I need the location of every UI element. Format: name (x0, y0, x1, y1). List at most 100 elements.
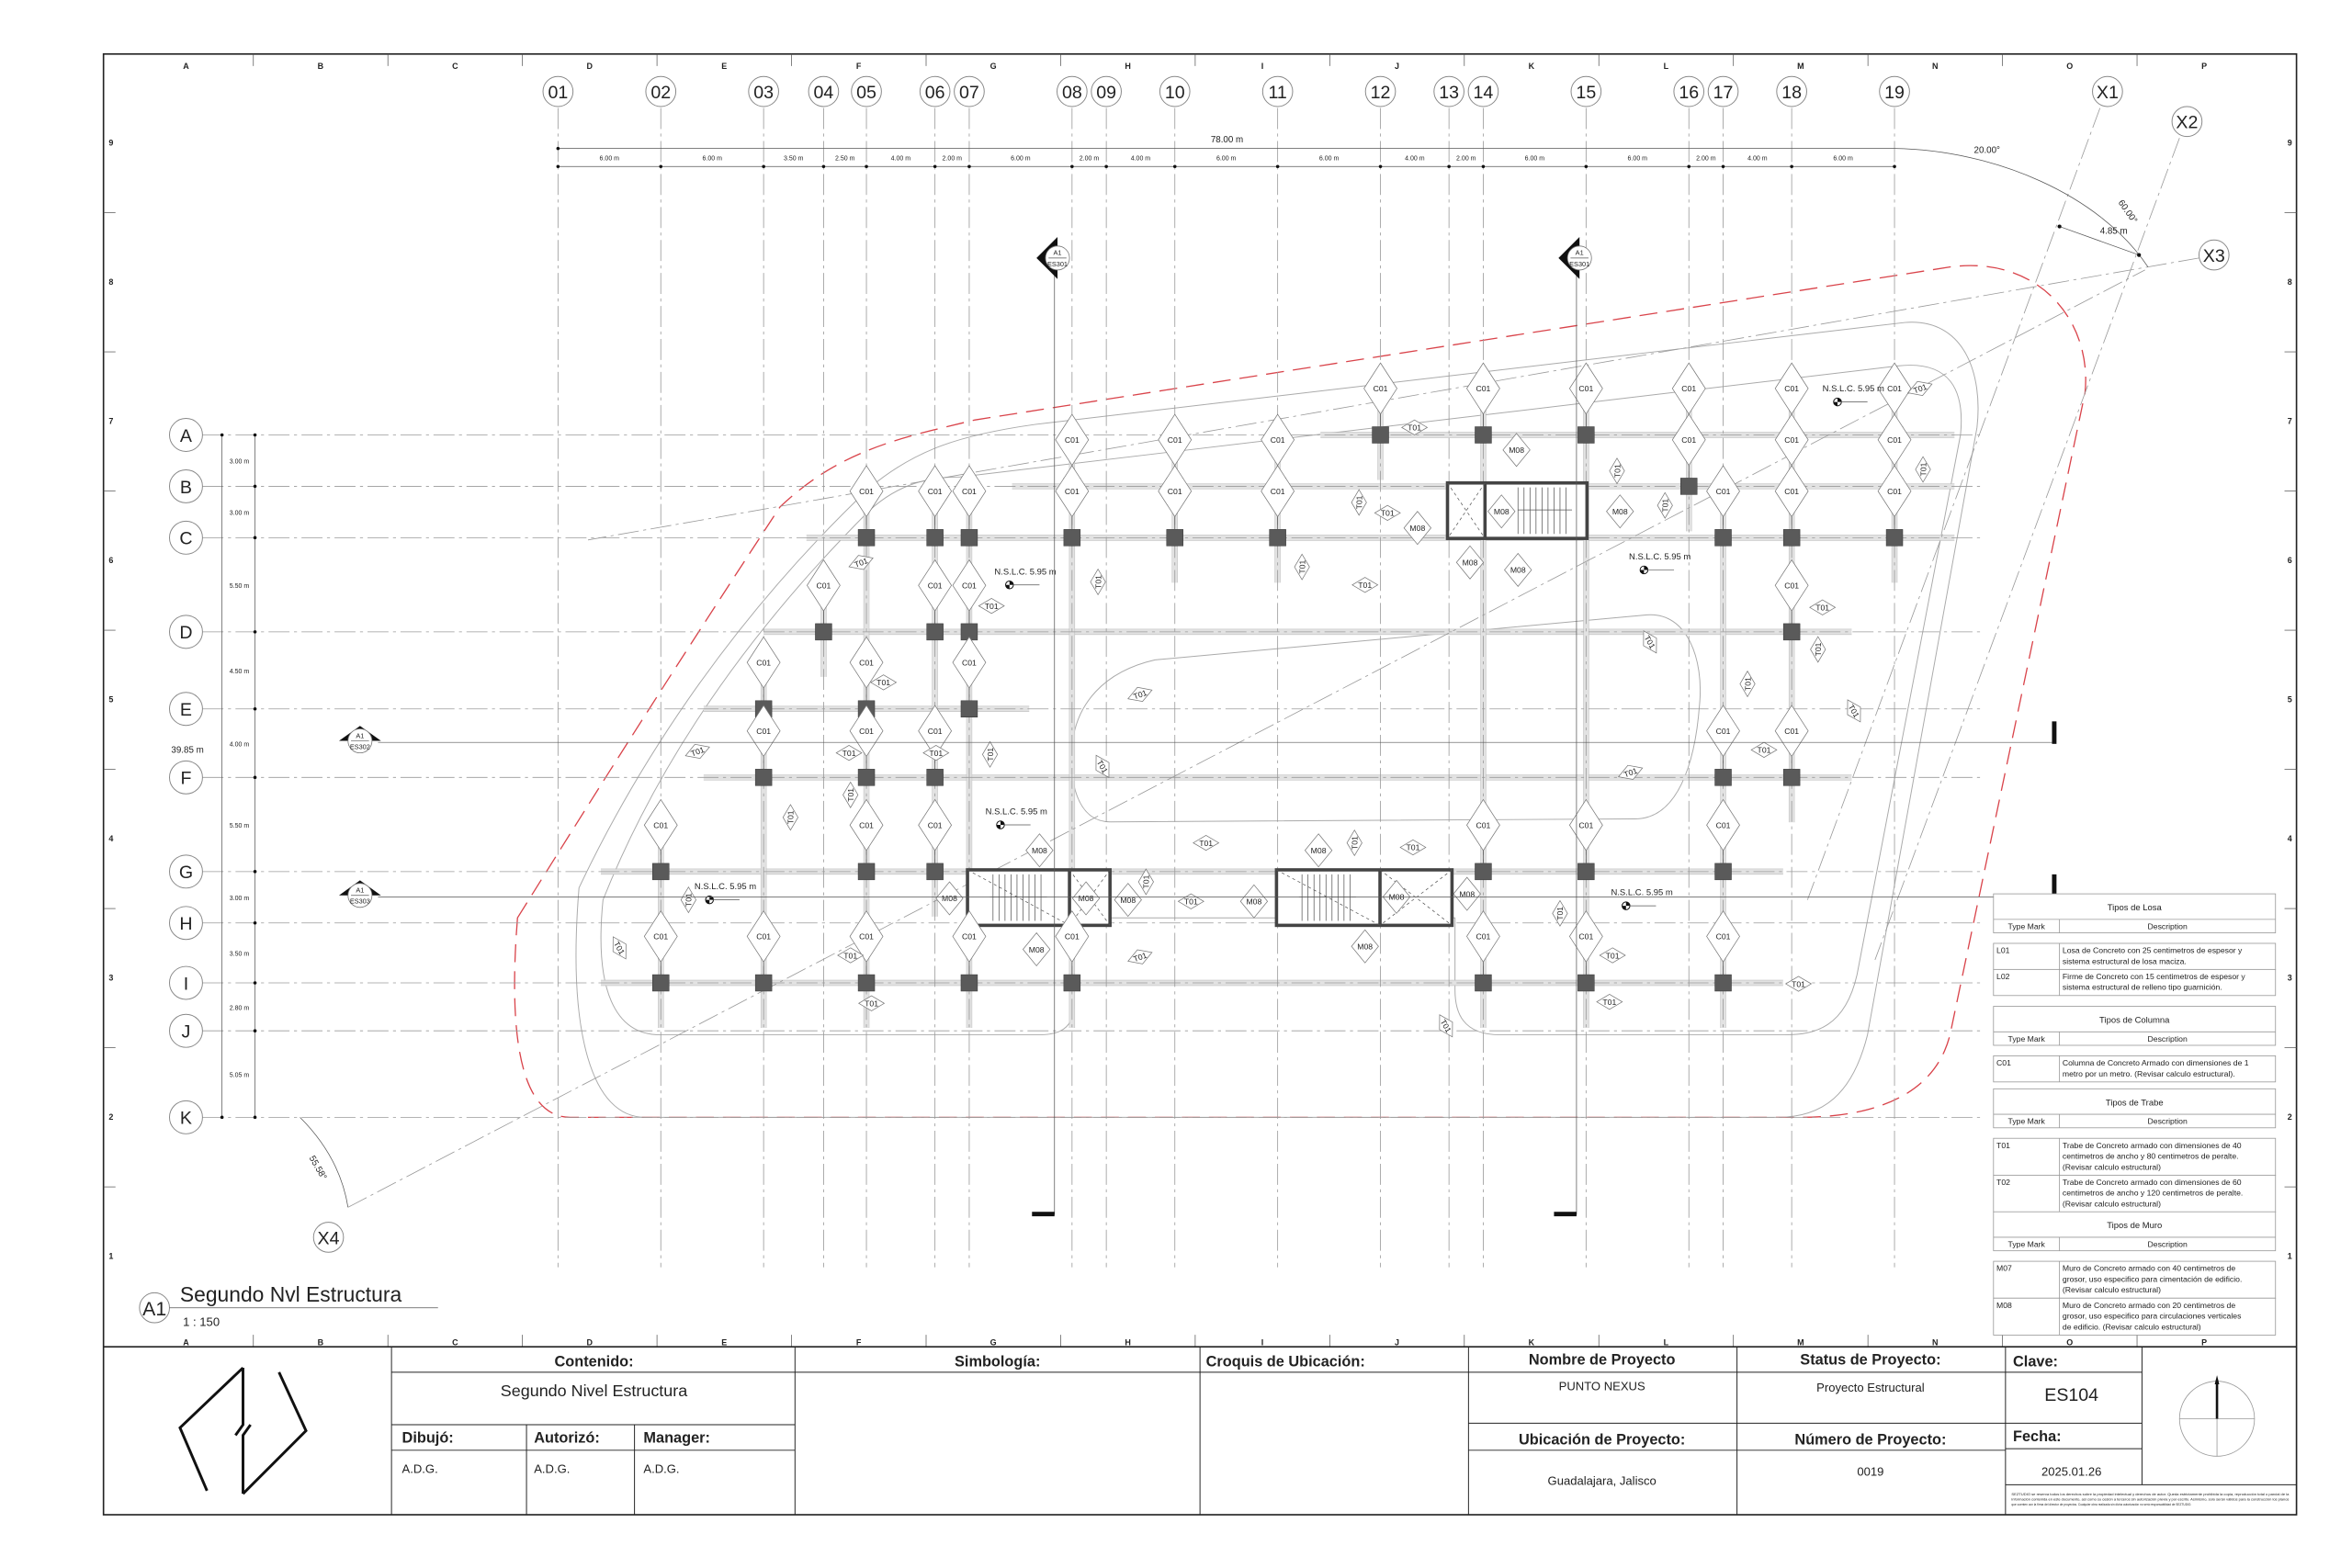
column-tag-label: C01 (816, 581, 831, 591)
column-tag: C01 (1706, 798, 1740, 852)
column-tag-shape (1706, 465, 1740, 518)
beam-tag: T01 (835, 745, 863, 761)
legend-row (1993, 1174, 2277, 1213)
edge-number-right: 6 (2288, 556, 2292, 565)
level-marker: N.S.L.C. 5.95 m (1611, 888, 1673, 910)
section-sheet: ES303 (350, 897, 370, 906)
level-icon-fill (1640, 566, 1648, 574)
edge-number-right: 4 (2288, 834, 2292, 843)
beam-tag: T01 (1657, 491, 1673, 519)
beam-tag: T01 (1599, 947, 1626, 964)
fecha-label: Fecha: (2013, 1428, 2062, 1445)
column-tag-label: C01 (962, 658, 977, 667)
grid-bubble-J (169, 1013, 203, 1048)
column-tag-label: C01 (859, 658, 874, 667)
view-title-text: Segundo Nvl Estructura (180, 1282, 402, 1306)
legend-title: Tipos de Losa (2108, 903, 2163, 913)
grid-bubble-07 (954, 75, 985, 107)
edge-number-right: 1 (2288, 1251, 2292, 1260)
legend-header-box (1993, 893, 2277, 933)
beam-tag: T01 (1617, 764, 1644, 780)
beam-tag: T01 (1351, 489, 1367, 516)
column-tag-label: C01 (1476, 384, 1491, 393)
beam-tag-shape (1374, 504, 1401, 521)
angle-label-20: 20.00° (1974, 146, 2000, 156)
dim-tick (253, 870, 257, 874)
column-tag-shape (952, 909, 987, 963)
beam-tag: T01 (1374, 504, 1401, 521)
wall-tag: M08 (1239, 884, 1269, 919)
wall-tag-shape (1453, 876, 1481, 911)
grid-label-18: 18 (1781, 83, 1802, 103)
title-block: Contenido: Segundo Nivel Estructura Dibu… (103, 1346, 2297, 1516)
legend-row (1993, 1260, 2277, 1299)
wall-tag-shape (1606, 494, 1634, 529)
beam-tag: T01 (1127, 949, 1153, 964)
beam-tag: T01 (978, 598, 1005, 615)
edge-letter-top: M (1797, 62, 1804, 71)
dim-tick (556, 146, 560, 151)
column-tag-shape (746, 705, 781, 758)
beam-tag-shape (1294, 553, 1310, 581)
grid-bubble-03 (748, 75, 779, 107)
beam-tag-label: T01 (1623, 766, 1639, 780)
wall-tag-shape (1504, 552, 1532, 587)
grid-label-A: A (180, 426, 193, 446)
column-tag-label: C01 (1168, 487, 1182, 496)
beam-tag-shape (1657, 491, 1673, 519)
column-tag-shape (1158, 465, 1193, 518)
legend-description-line: Muro de Concreto armado con 20 centimetr… (2063, 1301, 2235, 1310)
beam-tag-label: T01 (1612, 464, 1622, 478)
column-tag-label: C01 (1716, 487, 1731, 496)
height-dim-label: 4.50 m (230, 669, 250, 675)
grid-bubble-12 (1364, 75, 1396, 107)
wall-tag-shape (1025, 833, 1054, 868)
beam-tag-label: T01 (684, 893, 694, 907)
wall-tag-shape (935, 881, 964, 916)
legend-description-line: centimetros de ancho y 80 centimetros de… (2063, 1152, 2239, 1161)
level-icon-fill (1833, 398, 1842, 406)
wall-tag-shape (1022, 931, 1051, 967)
level-marker: N.S.L.C. 5.95 m (994, 567, 1057, 590)
wall-tag-label: M08 (1463, 558, 1478, 568)
column-C-17 (1714, 529, 1732, 547)
beam-tag-label: T01 (1918, 462, 1928, 476)
section-view: A1 (1576, 249, 1584, 257)
wall-tag-shape (1304, 833, 1333, 868)
column-tag-label: C01 (1887, 487, 1902, 496)
beam-tag-label: T01 (786, 810, 796, 824)
column-tag-label: C01 (962, 487, 977, 496)
column-tag: C01 (643, 798, 678, 852)
beam-tag: T01 (1609, 457, 1625, 485)
grid-label-11: 11 (1268, 83, 1286, 103)
wall-tag-shape (1114, 883, 1142, 918)
edge-number-right: 9 (2288, 138, 2292, 147)
nombre-label: Nombre de Proyecto (1529, 1352, 1676, 1369)
beam-tag: T01 (1193, 834, 1220, 852)
beam-tag-shape (1617, 764, 1644, 780)
legend-col-type-mark: Type Mark (2008, 1117, 2046, 1126)
column-tag-shape (849, 705, 884, 758)
total-height-label: 39.85 m (171, 746, 203, 756)
column-tag: C01 (746, 636, 781, 689)
section-sheet: ES301 (1569, 260, 1589, 268)
wall-tag-label: M08 (942, 894, 957, 903)
legend-type-mark: T02 (1996, 1178, 2010, 1187)
beam-tag-label: T01 (1381, 509, 1395, 518)
column-tag-shape (1706, 909, 1740, 963)
beam-tag: T01 (1095, 754, 1110, 778)
legend-row (1993, 1055, 2277, 1083)
column-tag-label: C01 (1784, 384, 1799, 393)
grid-bubble-X2: X2 (2171, 106, 2203, 138)
ubicacion-label: Ubicación de Proyecto: (1519, 1431, 1685, 1448)
beam-tag: T01 (1294, 553, 1310, 581)
column-G-15 (1577, 863, 1595, 881)
beam-tag-label: T01 (1184, 897, 1198, 907)
grid-label-G: G (179, 863, 193, 883)
grid-label-03: 03 (753, 83, 774, 103)
dim-tick (821, 164, 826, 169)
dim-tick (253, 775, 257, 780)
